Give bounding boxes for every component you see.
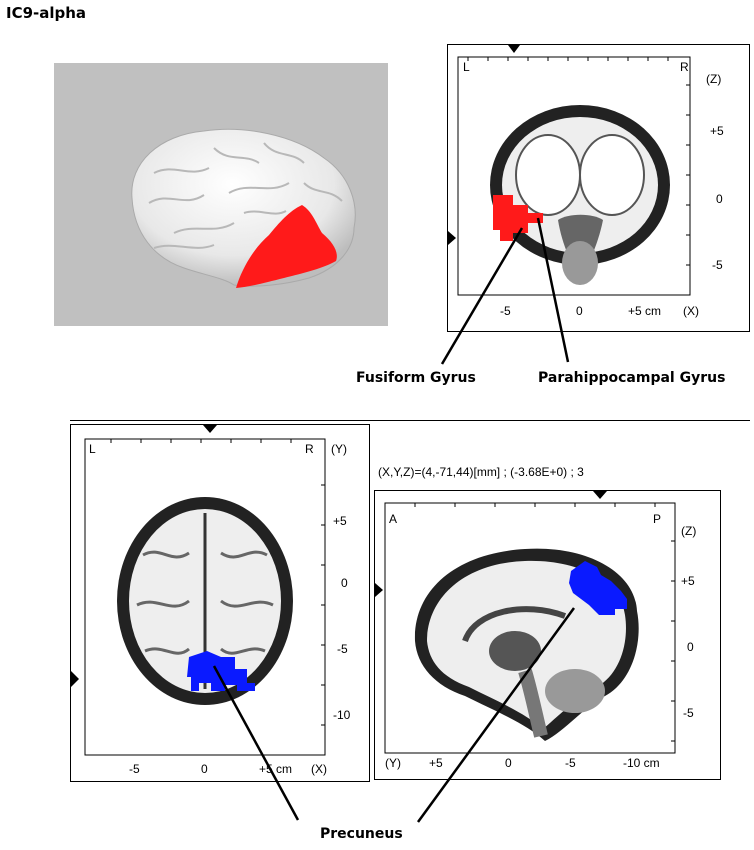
axial-x-tick: 0: [201, 762, 208, 776]
coronal-x-tick: 0: [576, 304, 583, 318]
coronal-x-axis-name: (X): [683, 304, 699, 318]
sagittal-y-tick: 0: [505, 756, 512, 770]
sagittal-brain-slice: [414, 548, 639, 741]
axial-y-tick: +5: [333, 514, 347, 528]
sagittal-y-tick: -5: [565, 756, 576, 770]
coordinate-readout: (X,Y,Z)=(4,-71,44)[mm] ; (-3.68E+0) ; 3: [378, 465, 584, 479]
sagittal-z-axis-name: (Z): [681, 524, 697, 538]
ortho-view-container: [70, 420, 750, 786]
sagittal-view-panel: A P (Z) +5 0 -5 (Y) +5 0 -5 -10 cm: [374, 490, 721, 780]
axial-y-tick: 0: [341, 576, 348, 590]
crosshair-marker-top: [593, 491, 607, 499]
gyri-lines: [148, 142, 343, 249]
surface-render-panel: [54, 63, 388, 326]
coronal-brain-slice: [490, 105, 670, 285]
callout-precuneus: Precuneus: [320, 826, 403, 842]
crosshair-marker-top: [203, 425, 217, 433]
figure-title: IC9-alpha: [6, 4, 87, 22]
coronal-x-tick: +5 cm: [628, 304, 662, 318]
axial-left-label: L: [89, 442, 96, 456]
coronal-right-label: R: [680, 60, 689, 74]
axial-y-tick: -10: [333, 708, 351, 722]
axial-x-axis-name: (X): [311, 762, 327, 776]
sagittal-z-tick: 0: [687, 640, 694, 654]
blue-activation-sagittal: [569, 561, 627, 615]
axial-brain-slice: [117, 497, 293, 705]
crosshair-marker-left: [71, 671, 79, 687]
coronal-view-panel: L R (Z) +5 0 -5 -5 0 +5 cm (X): [447, 44, 750, 332]
axial-view-panel: L R (Y) +5 0 -5 -10 -5 0 +5 cm (X): [70, 424, 370, 782]
sagittal-y-tick: -10 cm: [623, 756, 660, 770]
sagittal-z-tick: -5: [683, 706, 694, 720]
callout-parahippocampal-gyrus: Parahippocampal Gyrus: [538, 370, 726, 386]
sagittal-z-tick: +5: [681, 574, 695, 588]
red-activation: [236, 205, 337, 288]
sagittal-y-tick: +5: [429, 756, 443, 770]
sagittal-svg: [375, 491, 676, 754]
coronal-z-tick: -5: [712, 258, 723, 272]
axial-x-tick: -5: [129, 762, 140, 776]
coronal-z-tick: 0: [716, 192, 723, 206]
axial-svg: [71, 425, 326, 756]
sagittal-y-axis-name: (Y): [385, 756, 401, 770]
coronal-z-tick: +5: [710, 124, 724, 138]
callout-fusiform-gyrus: Fusiform Gyrus: [356, 370, 476, 386]
axial-y-axis-name: (Y): [331, 442, 347, 456]
axial-y-tick: -5: [337, 642, 348, 656]
sagittal-anterior-label: A: [389, 512, 398, 526]
crosshair-marker-top: [508, 45, 520, 53]
coronal-x-tick: -5: [500, 304, 511, 318]
axial-right-label: R: [305, 442, 314, 456]
surface-render-image: [131, 128, 356, 288]
axial-x-tick: +5 cm: [259, 762, 293, 776]
crosshair-marker-left: [375, 583, 383, 597]
coronal-z-axis-name: (Z): [706, 72, 722, 86]
coronal-svg: [448, 45, 691, 296]
sagittal-posterior-label: P: [653, 512, 662, 526]
crosshair-marker-left: [448, 231, 456, 245]
coronal-left-label: L: [463, 60, 470, 74]
